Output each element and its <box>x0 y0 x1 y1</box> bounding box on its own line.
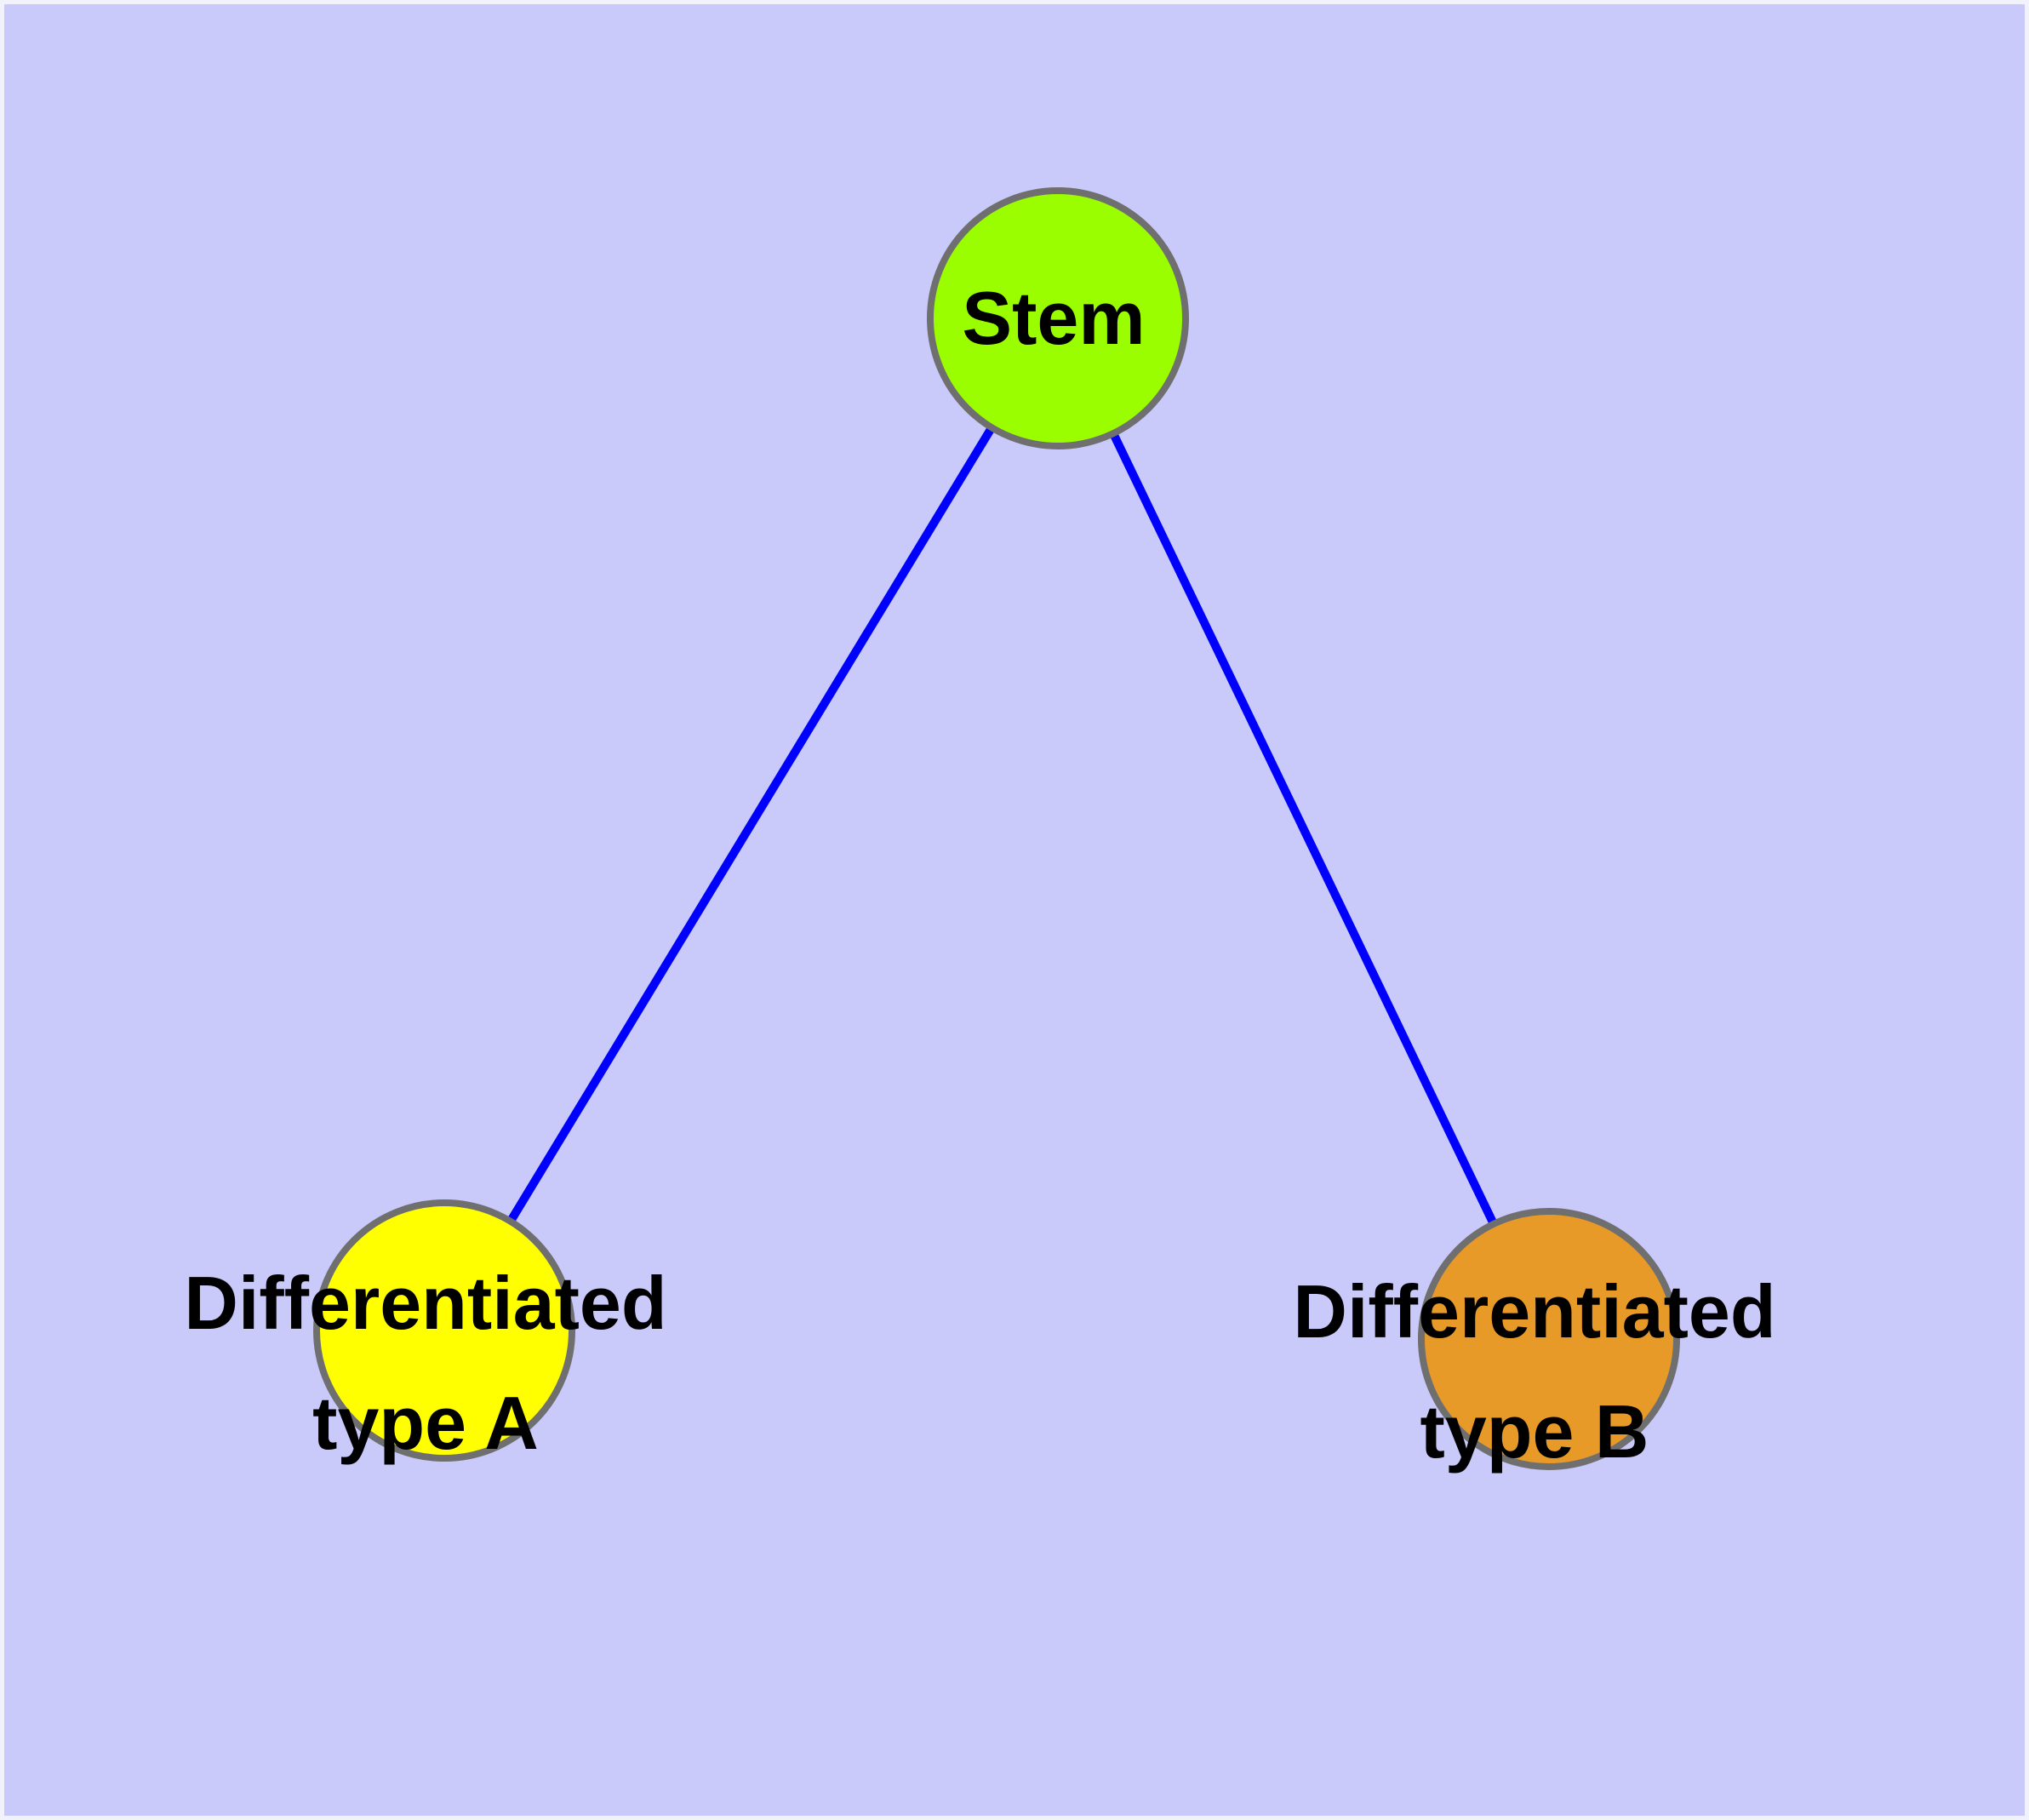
node-label-differentiated-type-b: Differentiated type B <box>1293 1251 1775 1491</box>
node-differentiated-type-b <box>1418 1208 1680 1470</box>
label-line-type-a: type A <box>312 1381 539 1465</box>
label-line-differentiated-b: Differentiated <box>1293 1269 1776 1354</box>
node-stem <box>927 187 1189 449</box>
node-label-differentiated-type-a: Differentiated type A <box>184 1243 666 1483</box>
label-line-type-b: type B <box>1420 1389 1649 1474</box>
node-label-stem: Stem <box>962 276 1146 360</box>
node-differentiated-type-a <box>313 1199 575 1462</box>
edge-stem-to-differentiated-type-a <box>440 316 1062 1333</box>
label-line-differentiated-a: Differentiated <box>184 1261 667 1345</box>
edge-stem-to-differentiated-type-b <box>1054 316 1553 1342</box>
